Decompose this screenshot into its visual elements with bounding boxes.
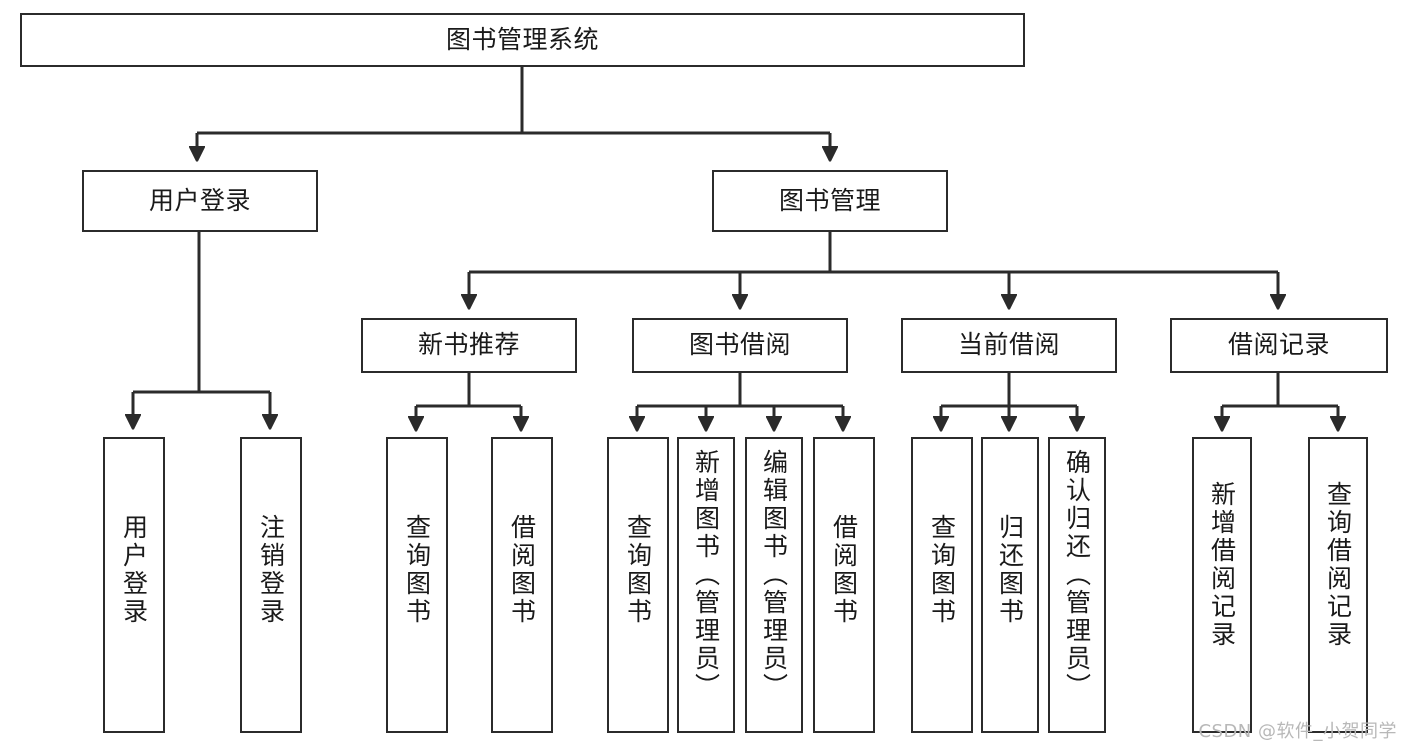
- connector-book-management: [469, 232, 1278, 308]
- node-leaf-logout-label: 注销登录: [256, 514, 286, 626]
- node-leaf-borrow-book[interactable]: 借阅图书: [813, 437, 875, 733]
- node-book-management[interactable]: 图书管理: [712, 170, 948, 232]
- node-leaf-edit-book-admin-label: 编辑图书（管理员）: [759, 449, 789, 701]
- node-borrow-record[interactable]: 借阅记录: [1170, 318, 1388, 373]
- node-leaf-query-borrow-record[interactable]: 查询借阅记录: [1308, 437, 1368, 733]
- node-current-borrow-label: 当前借阅: [957, 330, 1060, 360]
- node-leaf-confirm-return-admin[interactable]: 确认归还（管理员）: [1048, 437, 1106, 733]
- node-root-system[interactable]: 图书管理系统: [20, 13, 1025, 67]
- node-leaf-edit-book-admin[interactable]: 编辑图书（管理员）: [745, 437, 803, 733]
- node-leaf-query-book-current[interactable]: 查询图书: [911, 437, 973, 733]
- node-leaf-query-book-borrow[interactable]: 查询图书: [607, 437, 669, 733]
- connector-root: [197, 67, 830, 160]
- node-leaf-borrow-book-recommend-label: 借阅图书: [507, 514, 537, 626]
- connector-borrow-record: [1222, 373, 1338, 430]
- node-leaf-user-login-label: 用户登录: [119, 514, 149, 626]
- node-leaf-query-book-recommend-label: 查询图书: [402, 514, 432, 626]
- node-user-login-label: 用户登录: [148, 185, 251, 215]
- node-book-borrow-label: 图书借阅: [688, 330, 791, 360]
- node-leaf-logout[interactable]: 注销登录: [240, 437, 302, 733]
- node-book-management-label: 图书管理: [778, 185, 881, 215]
- node-leaf-user-login[interactable]: 用户登录: [103, 437, 165, 733]
- node-leaf-query-book-recommend[interactable]: 查询图书: [386, 437, 448, 733]
- connector-current-borrow: [941, 373, 1077, 430]
- node-leaf-add-borrow-record-label: 新增借阅记录: [1207, 481, 1237, 649]
- csdn-watermark: CSDN @软件_小贺同学: [1198, 721, 1397, 742]
- node-leaf-return-book[interactable]: 归还图书: [981, 437, 1039, 733]
- connector-new-book: [416, 373, 521, 430]
- node-leaf-confirm-return-admin-label: 确认归还（管理员）: [1062, 449, 1092, 701]
- node-root-system-label: 图书管理系统: [445, 24, 599, 54]
- node-user-login[interactable]: 用户登录: [82, 170, 318, 232]
- node-current-borrow[interactable]: 当前借阅: [901, 318, 1117, 373]
- node-borrow-record-label: 借阅记录: [1227, 330, 1330, 360]
- node-leaf-return-book-label: 归还图书: [995, 514, 1025, 626]
- connector-user-login: [133, 232, 270, 428]
- connector-book-borrow: [637, 373, 843, 430]
- node-book-borrow[interactable]: 图书借阅: [632, 318, 848, 373]
- node-new-book-recommend[interactable]: 新书推荐: [361, 318, 577, 373]
- node-leaf-add-borrow-record[interactable]: 新增借阅记录: [1192, 437, 1252, 733]
- node-leaf-query-borrow-record-label: 查询借阅记录: [1323, 481, 1353, 649]
- node-leaf-query-book-current-label: 查询图书: [927, 514, 957, 626]
- node-leaf-borrow-book-label: 借阅图书: [829, 514, 859, 626]
- node-leaf-add-book-admin[interactable]: 新增图书（管理员）: [677, 437, 735, 733]
- node-new-book-recommend-label: 新书推荐: [417, 330, 520, 360]
- node-leaf-borrow-book-recommend[interactable]: 借阅图书: [491, 437, 553, 733]
- node-leaf-query-book-borrow-label: 查询图书: [623, 514, 653, 626]
- node-leaf-add-book-admin-label: 新增图书（管理员）: [691, 449, 721, 701]
